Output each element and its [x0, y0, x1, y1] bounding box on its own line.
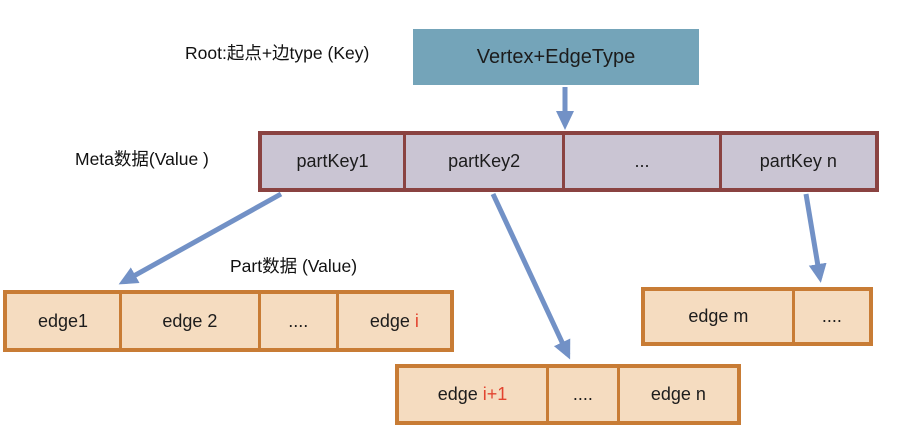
- part1-cell-edge1: edge1: [7, 294, 120, 348]
- part2-cell-edge-i1: edge i+1: [399, 368, 547, 421]
- cell-text-red: i+1: [482, 384, 508, 404]
- meta-cell-ellipsis: ...: [562, 135, 719, 188]
- part2-cell-ellipsis: ....: [546, 368, 617, 421]
- cell-text: ....: [821, 306, 842, 326]
- cell-text: ....: [288, 310, 309, 331]
- cell-text: ....: [572, 384, 593, 404]
- part2-cell-edge-n: edge n: [616, 368, 738, 421]
- meta-cell-partkey1: partKey1: [262, 135, 403, 188]
- cell-text: edge n: [650, 384, 706, 404]
- root-key-label: Root:起点+边type (Key): [185, 43, 370, 63]
- cell-text: edge: [369, 310, 415, 331]
- part-row-3: edge m ....: [641, 287, 873, 346]
- cell-text: edge 2: [162, 310, 218, 331]
- cell-text: edge: [437, 384, 483, 404]
- root-box-text: Vertex+EdgeType: [476, 45, 636, 68]
- part-row-2: edge i+1 .... edge n: [395, 364, 741, 425]
- part1-cell-edge2: edge 2: [119, 294, 258, 348]
- meta-cell-text: ...: [634, 151, 650, 171]
- arrow-partkeyn-to-part-row-3: [803, 193, 827, 283]
- meta-cell-text: partKey n: [759, 151, 837, 171]
- cell-text: edge1: [38, 310, 89, 331]
- part3-cell-ellipsis: ....: [791, 291, 870, 342]
- part-row-1: edge1 edge 2 .... edge i: [3, 290, 454, 352]
- meta-cell-partkey2: partKey2: [402, 135, 563, 188]
- part1-cell-ellipsis: ....: [257, 294, 336, 348]
- meta-value-label: Meta数据(Value ): [75, 149, 209, 169]
- meta-cell-partkey-n: partKey n: [718, 135, 875, 188]
- part-value-label: Part数据 (Value): [230, 256, 358, 276]
- cell-text: edge m: [688, 306, 749, 326]
- root-vertex-edgetype-box: Vertex+EdgeType: [413, 29, 699, 85]
- meta-cell-text: partKey1: [296, 151, 369, 171]
- cell-text-red: i: [414, 310, 419, 331]
- arrow-partkey2-to-part-row-2: [490, 192, 571, 360]
- part3-cell-edge-m: edge m: [645, 291, 792, 342]
- meta-cell-text: partKey2: [448, 151, 521, 171]
- part1-cell-edge-i: edge i: [335, 294, 451, 348]
- meta-row: partKey1 partKey2 ... partKey n: [258, 131, 879, 192]
